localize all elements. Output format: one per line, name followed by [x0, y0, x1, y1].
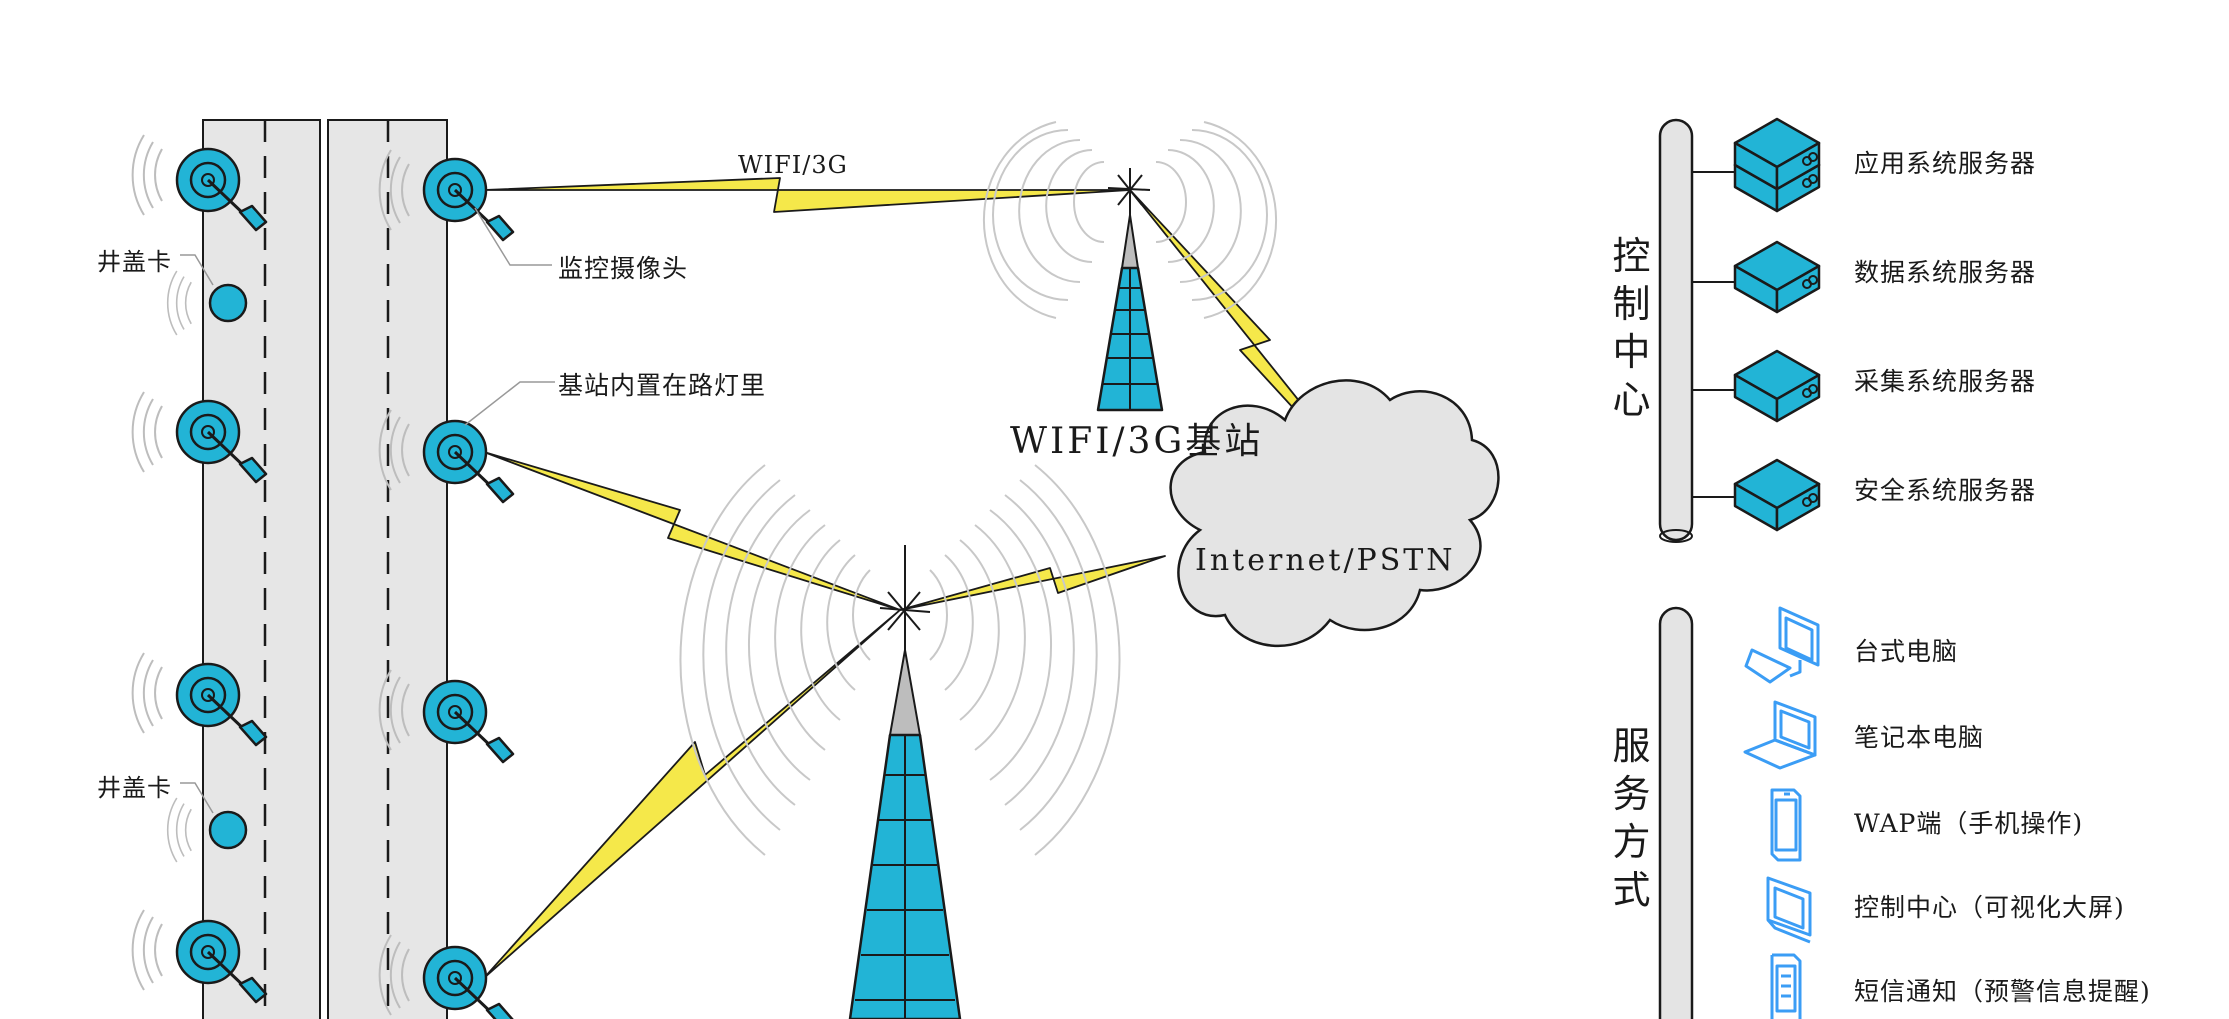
- leader-lines: [464, 207, 555, 426]
- sms-phone-icon: [1770, 953, 1802, 1019]
- base-station-in-lamp-label: 基站内置在路灯里: [558, 371, 767, 400]
- service-modes-bar: [1658, 606, 1694, 1019]
- lightning-link-camera-to-main-tower: [483, 451, 901, 611]
- lightning-link-main-tower-to-cloud: [899, 555, 1166, 611]
- mobile-phone-icon: [1770, 788, 1802, 862]
- manhole-sensor-1: [208, 283, 248, 323]
- service-label-large-screen: 控制中心（可视化大屏): [1854, 893, 2125, 922]
- wifi-3g-base-station-label: WIFI/3G基站: [1010, 421, 1264, 462]
- road: [202, 119, 448, 1019]
- internet-cloud: [1169, 379, 1500, 648]
- service-label-sms: 短信通知（预警信息提醒): [1854, 977, 2151, 1006]
- wifi-3g-tower: [982, 121, 1278, 412]
- server-label-application: 应用系统服务器: [1854, 149, 2037, 178]
- control-center-bar: [1658, 118, 1735, 543]
- manhole-card-label-2: 井盖卡: [97, 774, 172, 802]
- wifi-3g-link-label: WIFI/3G: [738, 151, 848, 179]
- lightning-link-camera-bottom-to-main-tower: [483, 609, 901, 979]
- main-base-station-tower: [679, 464, 1121, 1019]
- desktop-computer-icon: [1744, 606, 1820, 684]
- stacked-server-icon: [1733, 117, 1821, 213]
- server-label-security: 安全系统服务器: [1854, 476, 2037, 505]
- laptop-icon: [1743, 700, 1817, 770]
- camera-label: 监控摄像头: [558, 254, 689, 283]
- manhole-sensors: [180, 254, 248, 850]
- server-icon: [1733, 458, 1821, 532]
- server-icon: [1733, 240, 1821, 314]
- service-label-laptop: 笔记本电脑: [1854, 723, 1985, 752]
- large-screen-icon: [1766, 876, 1812, 944]
- server-label-data: 数据系统服务器: [1854, 258, 2037, 287]
- service-device-icons: [1743, 606, 1820, 1019]
- server-icons: [1733, 117, 1821, 532]
- lightning-link-camera-to-wifi-station: [483, 177, 1131, 213]
- service-label-wap: WAP端（手机操作): [1854, 809, 2084, 838]
- control-center-title: 控制中心: [1612, 234, 1652, 422]
- service-modes-title: 服务方式: [1612, 724, 1652, 912]
- manhole-sensor-2: [208, 810, 248, 850]
- server-label-collection: 采集系统服务器: [1854, 367, 2037, 396]
- manhole-card-label-1: 井盖卡: [97, 248, 172, 276]
- server-icon: [1733, 349, 1821, 423]
- internet-pstn-label: Internet/PSTN: [1195, 543, 1456, 578]
- service-label-desktop: 台式电脑: [1854, 637, 1959, 666]
